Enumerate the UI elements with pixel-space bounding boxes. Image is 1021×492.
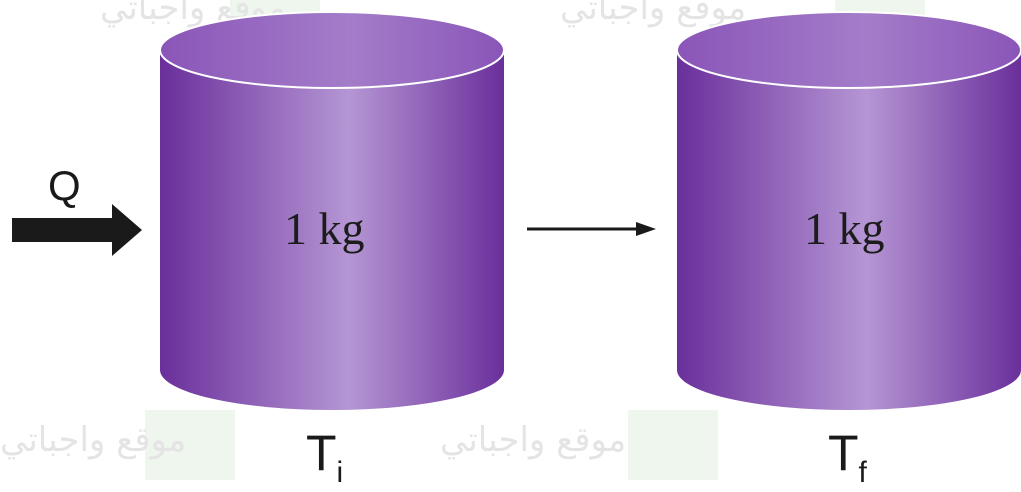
- watermark-logo: [145, 410, 235, 480]
- cylinder-initial: [159, 11, 505, 410]
- temperature-final: Tf: [828, 424, 867, 490]
- heat-label: Q: [48, 162, 81, 209]
- watermark-text: موقع واجباتي: [440, 420, 627, 460]
- temperature-initial: Ti: [306, 424, 343, 490]
- watermark-text: موقع واجباتي: [560, 0, 747, 28]
- temp-subscript: i: [336, 456, 344, 489]
- temp-symbol: T: [306, 425, 337, 481]
- temp-symbol: T: [828, 425, 859, 481]
- mass-label-initial: 1 kg: [284, 203, 365, 254]
- heat-arrow: [12, 204, 142, 256]
- temp-subscript: f: [858, 456, 867, 489]
- process-arrow: [527, 222, 656, 236]
- cylinder-final: [676, 11, 1021, 410]
- watermark-text: موقع واجباتي: [0, 420, 187, 460]
- mass-label-final: 1 kg: [804, 203, 885, 254]
- watermark-logo: [628, 410, 718, 480]
